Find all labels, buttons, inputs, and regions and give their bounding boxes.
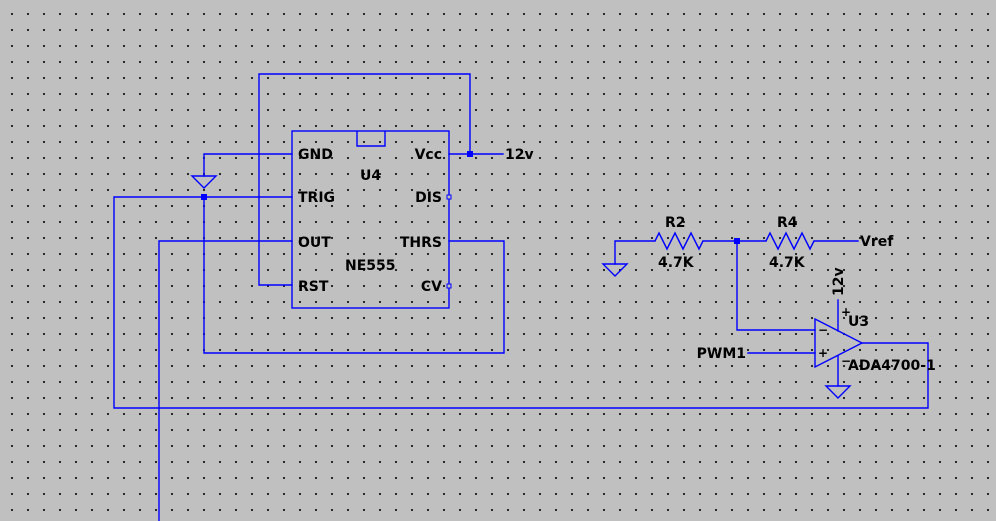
pin-thrs-label: THRS: [400, 235, 442, 251]
pin-cv-label: CV: [421, 279, 442, 295]
wire-divider-to-minus[interactable]: [736, 240, 816, 331]
r2-refdes: R2: [665, 215, 686, 231]
r4-refdes: R4: [777, 215, 798, 231]
r4-value: 4.7K: [769, 255, 806, 271]
opamp-minus-sign: −: [818, 323, 828, 337]
dis-open-pin: [446, 194, 452, 200]
u3-refdes: U3: [848, 314, 869, 330]
ground-icon-timer: [190, 175, 218, 189]
ne555-notch: [356, 131, 386, 147]
ada4700-part-name: ADA4700-1: [848, 358, 936, 374]
u4-refdes: U4: [360, 168, 381, 184]
ground-icon-r2: [601, 263, 629, 277]
opamp-plus-sign: +: [818, 346, 828, 360]
pin-rst-label: RST: [298, 279, 329, 295]
wire-out[interactable]: [158, 240, 293, 521]
pin-gnd-label: GND: [298, 147, 333, 163]
wire-gnd[interactable]: [203, 153, 293, 177]
junction-vcc: [467, 151, 473, 157]
ground-icon-opamp: [824, 385, 852, 399]
net-vref: Vref: [860, 234, 894, 250]
ne555-part-name: NE555: [345, 258, 396, 274]
net-12v-timer: 12v: [505, 147, 534, 163]
resistor-r2[interactable]: [654, 231, 704, 251]
net-pwm1: PWM1: [697, 346, 746, 362]
opamp-vplus-mark: +: [841, 305, 851, 319]
wire-trig-to-opamp-out[interactable]: [113, 196, 929, 409]
cv-open-pin: [446, 283, 452, 289]
resistor-r4[interactable]: [765, 231, 815, 251]
net-12v-opamp: 12v: [831, 267, 847, 296]
pin-out-label: OUT: [298, 235, 331, 251]
pin-vcc-label: Vcc: [415, 147, 442, 163]
wire-trig-to-thrs[interactable]: [203, 196, 505, 354]
opamp-vminus-mark: −: [841, 354, 851, 368]
wire-rst-to-vcc[interactable]: [258, 73, 471, 286]
pin-trig-label: TRIG: [298, 190, 335, 206]
pin-dis-label: DIS: [415, 190, 442, 206]
junction-trig: [201, 194, 207, 200]
ne555-body[interactable]: [291, 130, 450, 309]
wire-r2-left[interactable]: [614, 240, 656, 265]
r2-value: 4.7K: [658, 255, 695, 271]
